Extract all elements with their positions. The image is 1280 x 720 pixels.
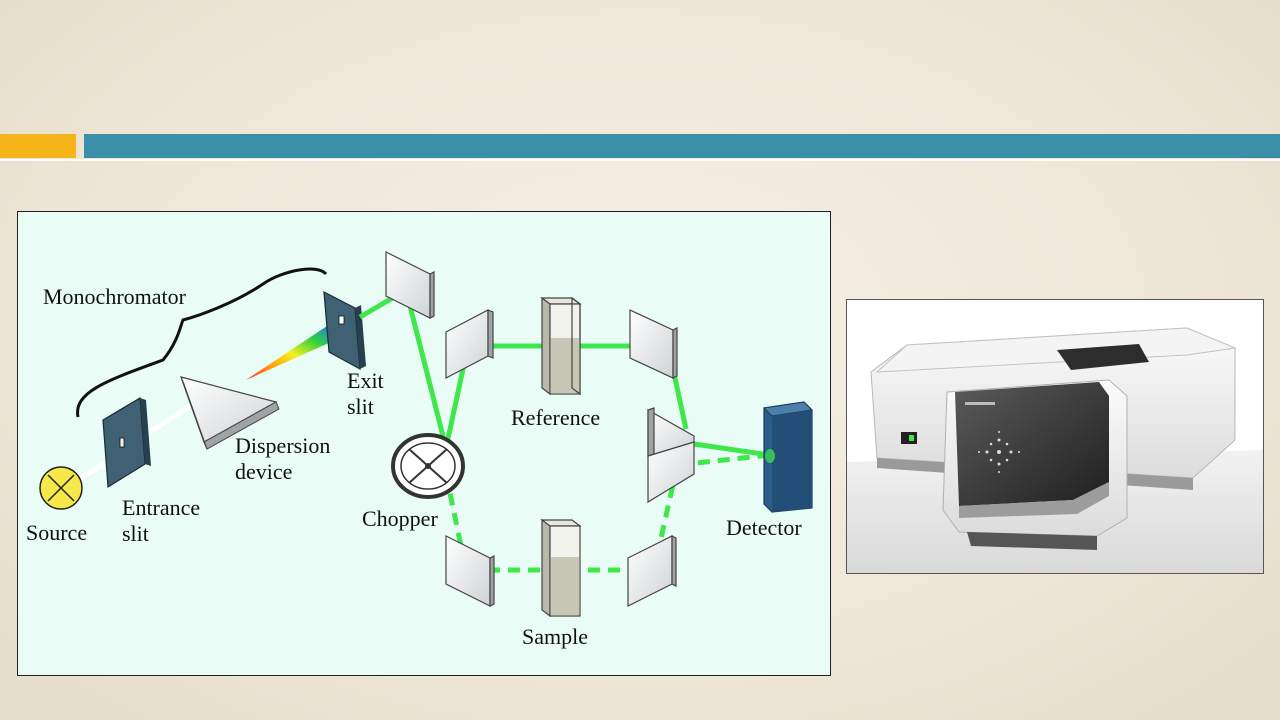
spectrophotometer-instrument-icon: [847, 300, 1263, 573]
sample-label: Sample: [522, 624, 588, 649]
spectrophotometer-diagram: Monochromator Source Entrance slit Dispe…: [17, 211, 831, 676]
entrance-slit-icon: [102, 396, 151, 489]
mirror-reference-left: [445, 309, 494, 379]
detector-icon: [762, 401, 814, 513]
sample-cuvette-icon: [540, 518, 582, 618]
chopper-wheel-icon: [391, 433, 465, 499]
dispersion-device-label: Dispersion device: [235, 433, 331, 484]
mirror-sample-right: [627, 535, 677, 607]
mirror-reference-right: [629, 309, 678, 379]
mirror-recombine-lower: [647, 441, 695, 504]
source-lamp-icon: [39, 466, 83, 510]
detector-label: Detector: [726, 515, 802, 540]
reference-label: Reference: [511, 405, 601, 430]
title-bar-accent: [0, 134, 76, 158]
source-label: Source: [26, 520, 88, 545]
prism-icon: [180, 376, 280, 450]
sample-beam: [443, 452, 771, 573]
agilent-logo-icon: [978, 431, 1020, 473]
chopper-label: Chopper: [362, 506, 438, 531]
exit-slit-icon: [323, 290, 366, 371]
reference-cuvette-icon: [540, 296, 582, 396]
title-bar-underline: [0, 159, 1280, 161]
entrance-slit-label: Entrance slit: [122, 495, 201, 546]
title-bar: [84, 134, 1280, 158]
mirror-sample-left: [445, 535, 495, 607]
optical-path-svg: [39, 251, 814, 618]
white-beam-2: [140, 401, 195, 440]
monochromator-brace: [76, 267, 328, 418]
exit-slit-label: Exit slit: [347, 368, 384, 419]
mirror-recombine-upper: [647, 407, 695, 457]
spectrophotometer-photo: [846, 299, 1264, 574]
monochromator-label: Monochromator: [43, 284, 186, 309]
mirror-top: [385, 251, 435, 319]
